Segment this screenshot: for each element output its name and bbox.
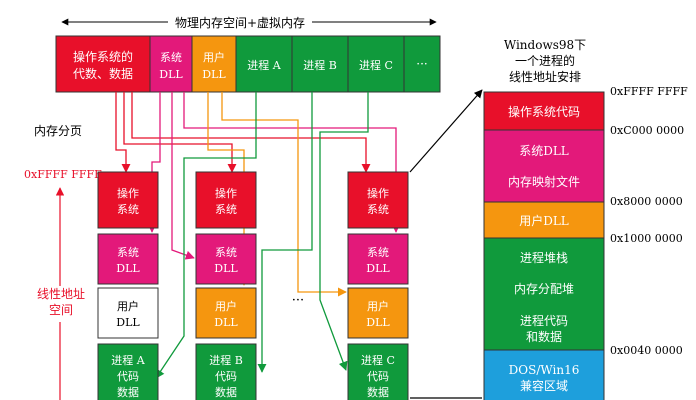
top-bar-cell-user-dll: 用户 DLL [191, 35, 237, 93]
top-bar-cell-system-dll-label1: 系统 [160, 51, 182, 64]
col-a-userdll-label2: DLL [116, 316, 140, 329]
left-top-address: 0xFFFF FFFF [24, 168, 102, 181]
col-a-proc-label3: 数据 [117, 385, 139, 399]
col-a-os-label2: 系统 [117, 203, 139, 216]
top-bar-cell-process-c-label: 进程 C [359, 59, 393, 72]
right-block-user-dll: 用户DLL [483, 201, 605, 239]
top-bar-cell-system-dll-label2: DLL [159, 68, 183, 81]
mapping-lines [115, 92, 401, 379]
map-proc-b [257, 92, 313, 373]
columns-ellipsis: ··· [292, 293, 304, 308]
map-os-to-b [123, 92, 237, 173]
top-bar-cell-os-label1: 操作系统的 [73, 49, 133, 64]
col-a-os-label1: 操作 [117, 186, 139, 200]
right-block-process-label3: 进程代码 [520, 313, 568, 328]
right-block-dos-compat-label2: 兼容区域 [520, 378, 568, 393]
top-bar-title: 物理内存空间+虚拟内存 [175, 16, 305, 30]
top-bar-cell-more: ··· [403, 35, 441, 93]
address-ffff-ffff: 0xFFFF FFFF [610, 85, 688, 98]
col-b-sysdll-label2: DLL [214, 262, 238, 275]
col-c-proc-label3: 数据 [367, 385, 389, 399]
right-block-user-dll-label: 用户DLL [519, 213, 569, 228]
address-c000-0000: 0xC000 0000 [610, 124, 684, 137]
right-block-process: 进程堆栈 内存分配堆 进程代码 和数据 [483, 237, 605, 351]
col-b-proc-label1: 进程 B [209, 354, 243, 367]
right-block-process-label2: 内存分配堆 [514, 282, 574, 296]
right-block-dos-compat: DOS/Win16 兼容区域 [483, 349, 605, 400]
address-1000-0000: 0x1000 0000 [610, 232, 683, 245]
top-bar-cell-process-a-label: 进程 A [247, 59, 281, 72]
map-proc-a [155, 92, 257, 379]
top-bar-cell-system-dll: 系统 DLL [149, 35, 193, 93]
paging-section-title: 内存分页 [34, 124, 82, 138]
top-bar-cell-process-b-label: 进程 B [303, 59, 337, 72]
col-c-sysdll-label1: 系统 [367, 246, 389, 259]
col-b-os-label1: 操作 [215, 186, 237, 200]
col-c-os-label1: 操作 [367, 186, 389, 200]
col-a-proc-label2: 代码 [117, 370, 139, 383]
right-block-process-label4: 和数据 [526, 329, 562, 344]
col-c-userdll-label1: 用户 [367, 299, 389, 313]
map-proc-c [319, 92, 369, 371]
map-os-to-a [115, 92, 131, 173]
map-userdll-to-c [221, 92, 347, 297]
page-column-c: 操作 系统 系统 DLL 用户 DLL 进程 C 代码 数据 [347, 171, 409, 400]
address-0040-0000: 0x0040 0000 [610, 344, 683, 357]
right-block-os-code: 操作系统代码 [483, 91, 605, 131]
col-c-proc-label2: 代码 [367, 370, 389, 383]
col-a-proc-label1: 进程 A [111, 354, 145, 367]
col-b-os-label2: 系统 [215, 203, 237, 216]
right-block-system-dll-label2: 内存映射文件 [508, 174, 580, 189]
callout-line-top [409, 89, 483, 173]
map-sysdll-to-b [171, 92, 195, 260]
top-bar-cell-process-a: 进程 A [235, 35, 293, 93]
right-title-line1: Windows98下 [504, 38, 586, 52]
axis-label-line1: 线性地址 [37, 287, 85, 301]
top-bar-cell-os-label2: 代数、数据 [73, 66, 133, 81]
col-b-proc-label3: 数据 [215, 385, 237, 399]
col-b-proc-label2: 代码 [215, 370, 237, 383]
col-a-sysdll-label1: 系统 [117, 246, 139, 259]
top-bar-cell-more-label: ··· [416, 57, 427, 71]
right-block-system-dll-label1: 系统DLL [519, 144, 569, 158]
col-b-userdll-label2: DLL [214, 316, 238, 329]
right-block-dos-compat-label1: DOS/Win16 [509, 363, 580, 377]
map-os-to-c [131, 92, 371, 173]
top-bar-cell-user-dll-label2: DLL [202, 68, 226, 81]
col-b-userdll-label1: 用户 [215, 299, 237, 313]
col-c-os-label2: 系统 [367, 203, 389, 216]
col-c-sysdll-label2: DLL [366, 262, 390, 275]
top-bar-cell-process-c: 进程 C [347, 35, 405, 93]
top-bar-cell-process-b: 进程 B [291, 35, 349, 93]
right-block-process-label1: 进程堆栈 [520, 250, 568, 265]
col-c-userdll-label2: DLL [366, 316, 390, 329]
page-column-a: 操作 系统 系统 DLL 用户 DLL 进程 A 代码 数据 [97, 171, 159, 400]
top-bar-cell-user-dll-label1: 用户 [203, 50, 225, 64]
address-8000-0000: 0x8000 0000 [610, 195, 683, 208]
axis-label-line2: 空间 [49, 303, 73, 317]
col-b-sysdll-label1: 系统 [215, 246, 237, 259]
page-column-b: 操作 系统 系统 DLL 用户 DLL 进程 B 代码 数据 [195, 171, 257, 400]
right-title-line3: 线性地址安排 [509, 69, 581, 84]
col-a-sysdll-label2: DLL [116, 262, 140, 275]
right-title-line2: 一个进程的 [515, 53, 575, 68]
top-bar-cell-os: 操作系统的 代数、数据 [55, 35, 151, 93]
col-a-userdll-label1: 用户 [117, 299, 139, 313]
right-block-system-dll: 系统DLL 内存映射文件 [483, 129, 605, 203]
col-c-proc-label1: 进程 C [361, 354, 395, 367]
right-block-os-code-label: 操作系统代码 [508, 104, 580, 119]
